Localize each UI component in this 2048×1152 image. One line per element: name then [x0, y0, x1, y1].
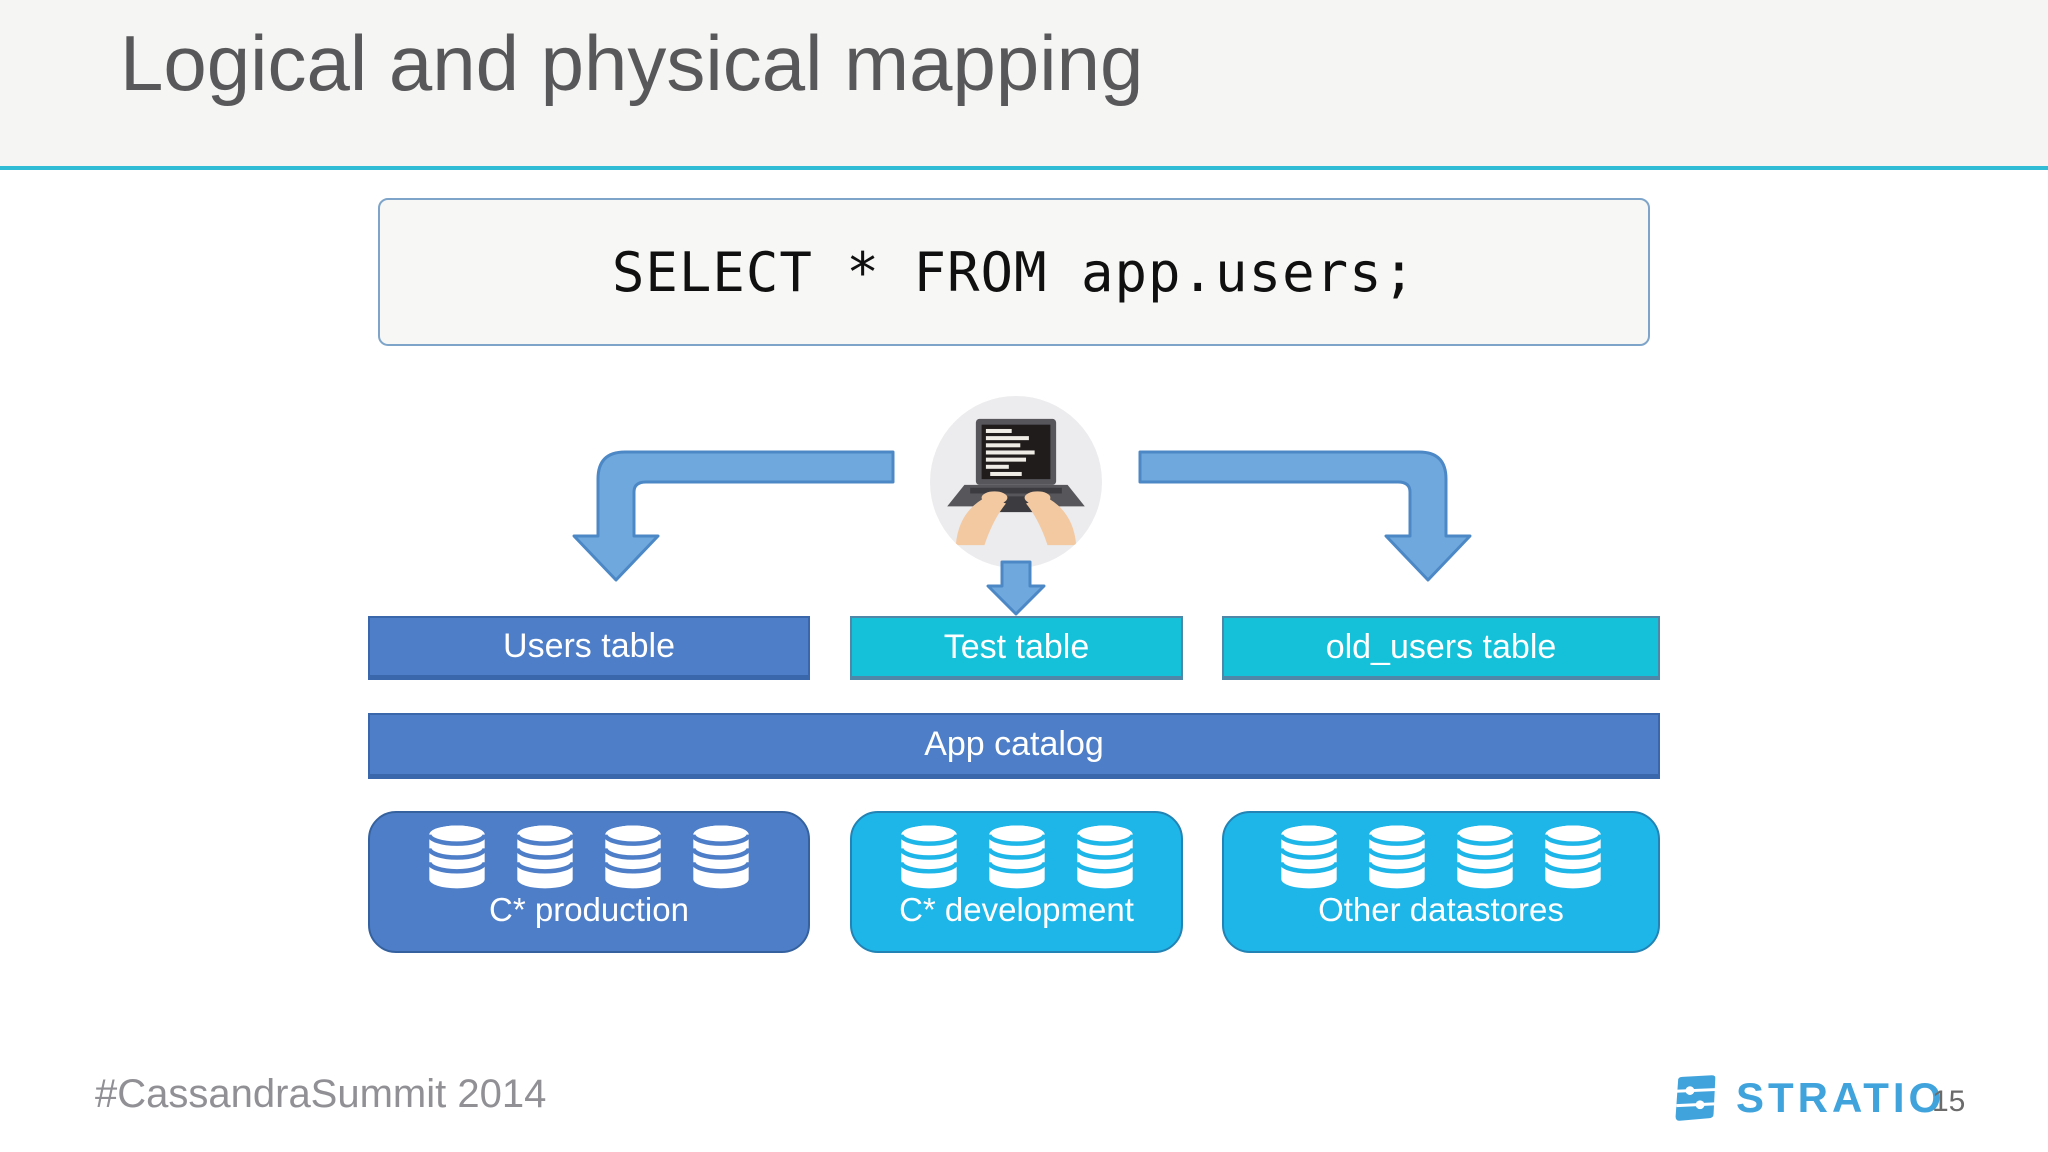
datastore-development-label: C* development: [899, 891, 1134, 928]
database-cylinder-icon: [515, 825, 575, 889]
database-cylinder-icon: [1455, 825, 1515, 889]
database-cylinder-icon: [427, 825, 487, 889]
datastore-development-box: C* development: [850, 811, 1183, 953]
database-cylinder-icon: [1367, 825, 1427, 889]
stratio-wordmark: STRATIO: [1736, 1074, 1946, 1121]
database-cylinder-icon: [1074, 825, 1135, 889]
arrow-down-icon: [986, 560, 1046, 616]
cylinder-row: [1276, 825, 1606, 891]
datastore-other-box: Other datastores: [1222, 811, 1660, 953]
test-table-label: Test table: [943, 627, 1090, 666]
stratio-logo: STRATIO: [1668, 1070, 1945, 1126]
database-cylinder-icon: [986, 825, 1047, 889]
stratio-logo-icon: [1675, 1075, 1716, 1121]
datastore-production-box: C* production: [368, 811, 810, 953]
database-cylinder-icon: [691, 825, 751, 889]
slide-header: Logical and physical mapping: [0, 0, 2048, 170]
arrow-elbow-left-icon: [572, 450, 895, 582]
sql-query-box: SELECT * FROM app.users;: [378, 198, 1650, 346]
hashtag-text: #CassandraSummit 2014: [95, 1072, 547, 1116]
test-table-box: Test table: [850, 616, 1183, 680]
old-users-table-label: old_users table: [1325, 627, 1557, 666]
page-number: 15: [1932, 1085, 1966, 1118]
database-cylinder-icon: [1543, 825, 1603, 889]
page-title: Logical and physical mapping: [120, 19, 1144, 107]
datastore-production-label: C* production: [489, 891, 689, 928]
cylinder-row: [424, 825, 754, 891]
users-table-box: Users table: [368, 616, 810, 680]
database-cylinder-icon: [603, 825, 663, 889]
cylinder-row: [896, 825, 1138, 891]
laptop-icon: [930, 396, 1102, 568]
app-catalog-bar: App catalog: [368, 713, 1660, 779]
app-catalog-label: App catalog: [924, 725, 1104, 763]
arrow-elbow-right-icon: [1138, 450, 1472, 582]
database-cylinder-icon: [1279, 825, 1339, 889]
database-cylinder-icon: [898, 825, 959, 889]
datastore-other-label: Other datastores: [1318, 891, 1564, 928]
sql-query-text: SELECT * FROM app.users;: [611, 240, 1417, 304]
users-table-label: Users table: [503, 627, 675, 665]
laptop-illustration: [947, 418, 1085, 546]
old-users-table-box: old_users table: [1222, 616, 1660, 680]
